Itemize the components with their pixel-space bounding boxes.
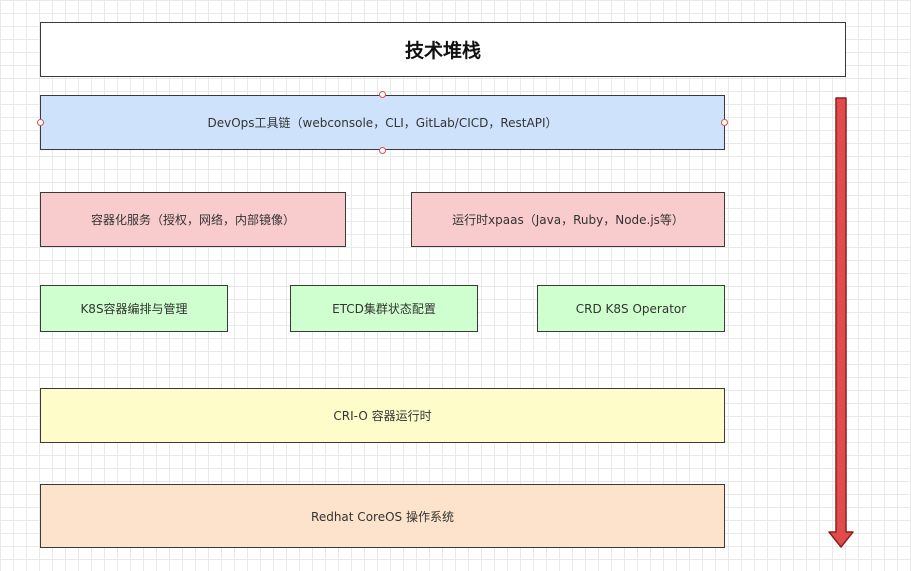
coreos-os-box[interactable]: Redhat CoreOS 操作系统: [40, 484, 725, 548]
k8s-orchestration-box[interactable]: K8S容器编排与管理: [40, 285, 228, 332]
diagram-title-text: 技术堆栈: [404, 40, 481, 62]
etcd-config-label: ETCD集群状态配置: [332, 302, 436, 316]
container-service-label: 容器化服务（授权，网络，内部镜像）: [90, 213, 295, 227]
crd-operator-label: CRD K8S Operator: [575, 301, 687, 316]
devops-toolchain-label: DevOps工具链（webconsole，CLI，GitLab/CICD，Res…: [207, 116, 558, 130]
diagram-title: 技术堆栈: [40, 22, 846, 77]
etcd-config-box[interactable]: ETCD集群状态配置: [290, 285, 478, 332]
coreos-os-label: Redhat CoreOS 操作系统: [311, 509, 454, 524]
runtime-xpaas-label: 运行时xpaas（Java，Ruby，Node.js等）: [452, 213, 684, 227]
selection-handle-left[interactable]: [37, 119, 44, 126]
runtime-xpaas-box[interactable]: 运行时xpaas（Java，Ruby，Node.js等）: [411, 192, 725, 247]
k8s-orchestration-label: K8S容器编排与管理: [80, 302, 188, 316]
cri-o-runtime-box[interactable]: CRI-O 容器运行时: [40, 388, 725, 443]
selection-handle-top[interactable]: [379, 91, 386, 98]
container-service-box[interactable]: 容器化服务（授权，网络，内部镜像）: [40, 192, 346, 247]
down-arrow-shape: [828, 97, 854, 548]
cri-o-runtime-label: CRI-O 容器运行时: [333, 409, 432, 423]
devops-toolchain-box[interactable]: DevOps工具链（webconsole，CLI，GitLab/CICD，Res…: [40, 95, 725, 150]
crd-operator-box[interactable]: CRD K8S Operator: [537, 285, 725, 332]
down-arrow-icon[interactable]: [825, 95, 857, 551]
selection-handle-bottom[interactable]: [379, 147, 386, 154]
selection-handle-right[interactable]: [721, 119, 728, 126]
